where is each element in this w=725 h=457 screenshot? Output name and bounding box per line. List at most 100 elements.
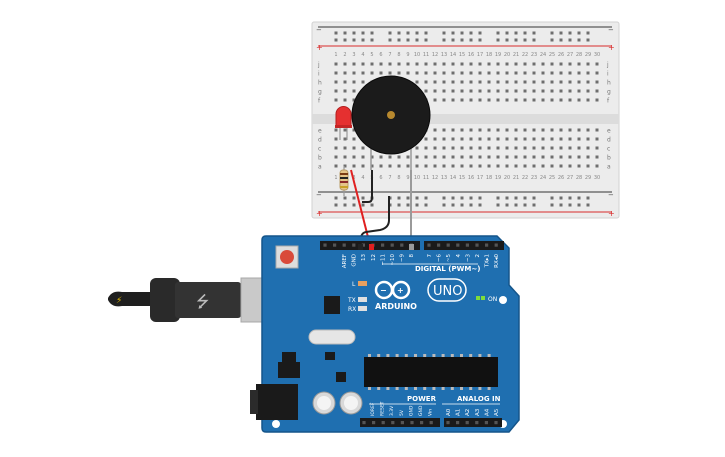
rail-hole[interactable] — [460, 196, 464, 200]
header-pin[interactable] — [484, 421, 488, 425]
terminal-hole[interactable] — [361, 62, 365, 66]
terminal-hole[interactable] — [433, 137, 437, 141]
terminal-hole[interactable] — [595, 128, 599, 132]
rail-hole[interactable] — [442, 203, 446, 207]
terminal-hole[interactable] — [469, 98, 473, 102]
terminal-hole[interactable] — [496, 62, 500, 66]
terminal-hole[interactable] — [586, 98, 590, 102]
terminal-hole[interactable] — [541, 71, 545, 75]
rail-hole[interactable] — [361, 203, 365, 207]
rail-hole[interactable] — [451, 31, 455, 35]
terminal-hole[interactable] — [541, 155, 545, 159]
power-jack[interactable] — [256, 384, 298, 420]
terminal-hole[interactable] — [586, 128, 590, 132]
terminal-hole[interactable] — [514, 98, 518, 102]
terminal-hole[interactable] — [352, 146, 356, 150]
terminal-hole[interactable] — [370, 71, 374, 75]
terminal-hole[interactable] — [505, 71, 509, 75]
terminal-hole[interactable] — [352, 71, 356, 75]
terminal-hole[interactable] — [361, 164, 365, 168]
terminal-hole[interactable] — [460, 98, 464, 102]
terminal-hole[interactable] — [523, 137, 527, 141]
rail-hole[interactable] — [424, 203, 428, 207]
terminal-hole[interactable] — [433, 164, 437, 168]
terminal-hole[interactable] — [424, 155, 428, 159]
terminal-hole[interactable] — [577, 137, 581, 141]
terminal-hole[interactable] — [559, 71, 563, 75]
rail-hole[interactable] — [478, 203, 482, 207]
terminal-hole[interactable] — [424, 71, 428, 75]
rail-hole[interactable] — [496, 38, 500, 42]
terminal-hole[interactable] — [586, 137, 590, 141]
terminal-hole[interactable] — [532, 137, 536, 141]
terminal-hole[interactable] — [523, 62, 527, 66]
terminal-hole[interactable] — [370, 164, 374, 168]
terminal-hole[interactable] — [505, 137, 509, 141]
terminal-hole[interactable] — [442, 80, 446, 84]
terminal-hole[interactable] — [595, 164, 599, 168]
rail-hole[interactable] — [415, 203, 419, 207]
rail-hole[interactable] — [334, 196, 338, 200]
terminal-hole[interactable] — [496, 80, 500, 84]
reset-button[interactable] — [280, 250, 294, 264]
header-pin[interactable] — [400, 421, 404, 425]
terminal-hole[interactable] — [496, 137, 500, 141]
terminal-hole[interactable] — [550, 155, 554, 159]
terminal-hole[interactable] — [496, 98, 500, 102]
terminal-hole[interactable] — [586, 146, 590, 150]
terminal-hole[interactable] — [505, 155, 509, 159]
rail-hole[interactable] — [451, 203, 455, 207]
terminal-hole[interactable] — [433, 62, 437, 66]
terminal-hole[interactable] — [487, 146, 491, 150]
header-pin[interactable] — [391, 421, 395, 425]
rail-hole[interactable] — [406, 31, 410, 35]
terminal-hole[interactable] — [586, 89, 590, 93]
terminal-hole[interactable] — [424, 164, 428, 168]
terminal-hole[interactable] — [559, 98, 563, 102]
terminal-hole[interactable] — [343, 89, 347, 93]
rail-hole[interactable] — [370, 31, 374, 35]
terminal-hole[interactable] — [577, 155, 581, 159]
rail-hole[interactable] — [460, 203, 464, 207]
terminal-hole[interactable] — [451, 137, 455, 141]
terminal-hole[interactable] — [460, 89, 464, 93]
terminal-hole[interactable] — [442, 164, 446, 168]
rail-hole[interactable] — [460, 31, 464, 35]
terminal-hole[interactable] — [406, 71, 410, 75]
header-pin[interactable] — [465, 421, 469, 425]
terminal-hole[interactable] — [451, 89, 455, 93]
rail-hole[interactable] — [586, 203, 590, 207]
piezo-buzzer[interactable] — [351, 75, 431, 170]
rail-hole[interactable] — [496, 196, 500, 200]
terminal-hole[interactable] — [505, 164, 509, 168]
terminal-hole[interactable] — [397, 62, 401, 66]
rail-hole[interactable] — [406, 203, 410, 207]
terminal-hole[interactable] — [379, 62, 383, 66]
terminal-hole[interactable] — [460, 155, 464, 159]
rail-hole[interactable] — [397, 31, 401, 35]
black-wire-short[interactable] — [362, 170, 373, 203]
rail-hole[interactable] — [523, 203, 527, 207]
terminal-hole[interactable] — [523, 146, 527, 150]
terminal-hole[interactable] — [514, 71, 518, 75]
terminal-hole[interactable] — [334, 80, 338, 84]
terminal-hole[interactable] — [406, 62, 410, 66]
rail-hole[interactable] — [550, 203, 554, 207]
terminal-hole[interactable] — [595, 71, 599, 75]
terminal-hole[interactable] — [379, 155, 383, 159]
rail-hole[interactable] — [550, 38, 554, 42]
rail-hole[interactable] — [388, 31, 392, 35]
rail-hole[interactable] — [532, 196, 536, 200]
terminal-hole[interactable] — [514, 155, 518, 159]
terminal-hole[interactable] — [478, 137, 482, 141]
header-pin[interactable] — [362, 421, 366, 425]
rail-hole[interactable] — [577, 31, 581, 35]
terminal-hole[interactable] — [469, 62, 473, 66]
terminal-hole[interactable] — [460, 80, 464, 84]
header-pin[interactable] — [446, 421, 450, 425]
header-pin[interactable] — [429, 421, 433, 425]
terminal-hole[interactable] — [343, 62, 347, 66]
terminal-hole[interactable] — [505, 62, 509, 66]
terminal-hole[interactable] — [559, 137, 563, 141]
terminal-hole[interactable] — [541, 164, 545, 168]
